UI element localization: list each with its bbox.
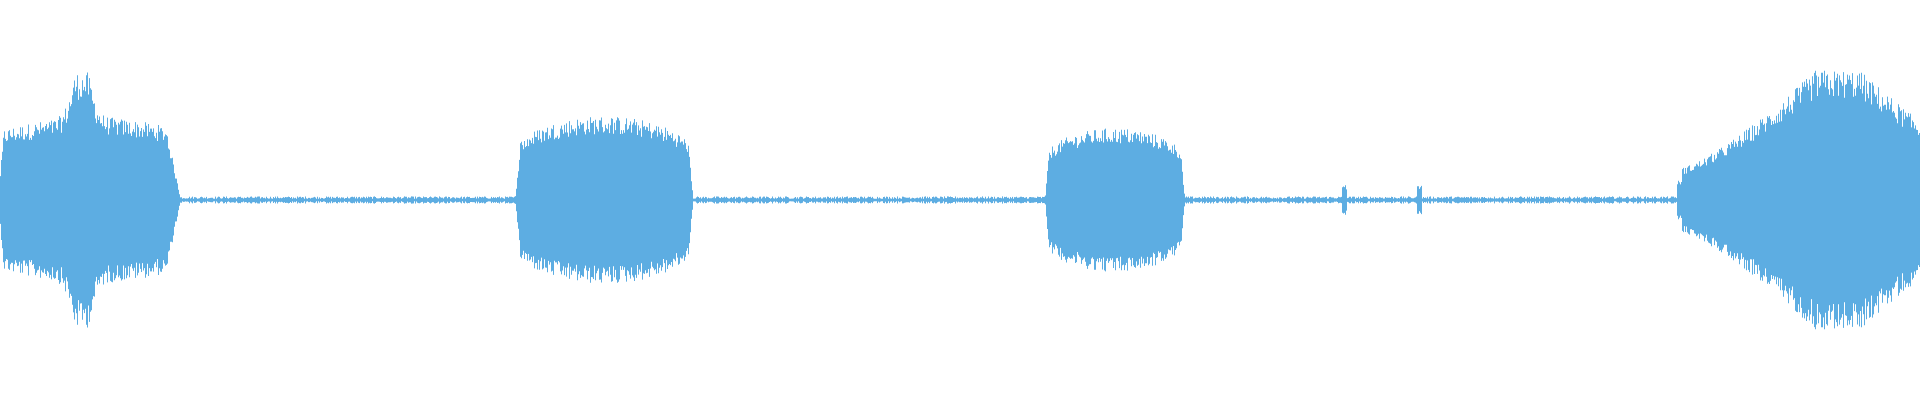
waveform-bars xyxy=(0,70,1920,330)
waveform-path xyxy=(0,70,1920,330)
